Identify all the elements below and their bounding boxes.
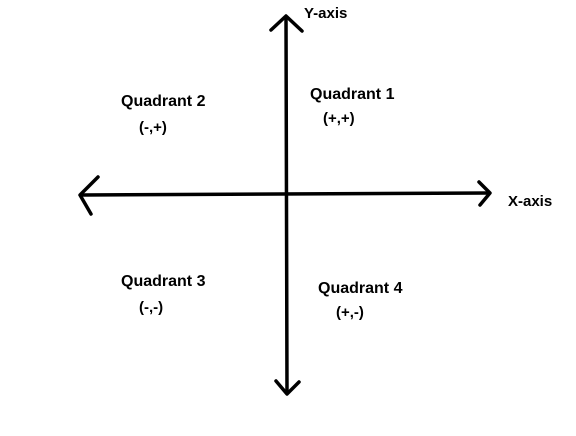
x-axis-label: X-axis — [508, 193, 553, 210]
quadrant-3-title: Quadrant 3 — [121, 273, 206, 290]
quadrant-2-title: Quadrant 2 — [121, 93, 206, 110]
x-axis-left-arrowhead — [78, 175, 100, 216]
quadrant-1-signs: (+,+) — [323, 110, 355, 127]
quadrant-3-signs: (-,-) — [139, 299, 164, 316]
quadrant-4-title: Quadrant 4 — [318, 280, 403, 297]
quadrant-1-title: Quadrant 1 — [310, 86, 395, 103]
quadrant-2-signs: (-,+) — [139, 119, 167, 136]
y-axis-bottom-arrowhead — [274, 379, 301, 396]
x-axis-right-arrowhead — [477, 180, 492, 207]
quadrant-4-signs: (+,-) — [336, 304, 364, 321]
y-axis-label: Y-axis — [304, 5, 348, 22]
y-axis-top-arrowhead — [269, 14, 304, 33]
y-axis-line — [284, 16, 289, 395]
